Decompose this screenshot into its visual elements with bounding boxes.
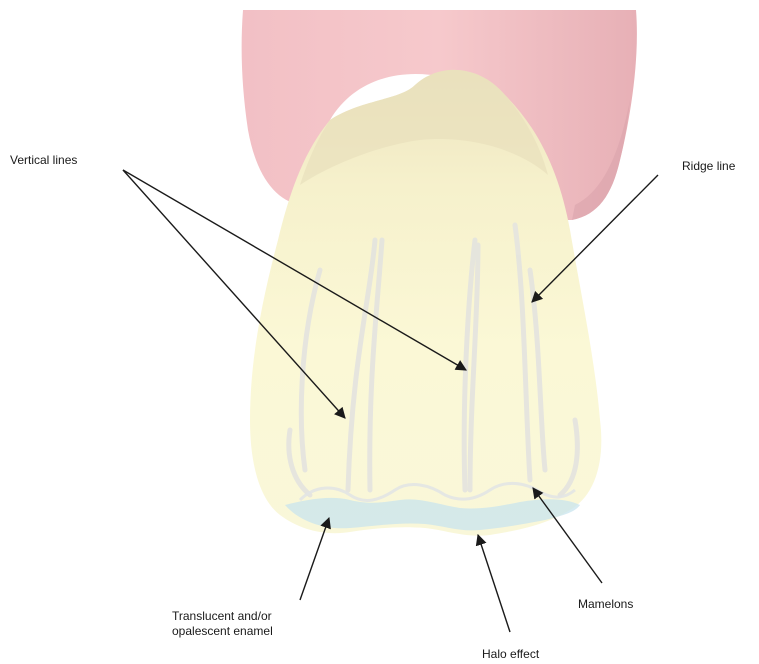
label-translucent-line2: opalescent enamel (172, 624, 273, 639)
label-translucent-line1: Translucent and/or (172, 609, 273, 624)
label-vertical-lines: Vertical lines (10, 153, 77, 168)
label-translucent-enamel: Translucent and/or opalescent enamel (172, 609, 273, 639)
arrow-halo-effect (478, 535, 510, 632)
label-halo-effect: Halo effect (482, 647, 539, 662)
label-ridge-line: Ridge line (682, 159, 735, 174)
label-mamelons: Mamelons (578, 597, 633, 612)
